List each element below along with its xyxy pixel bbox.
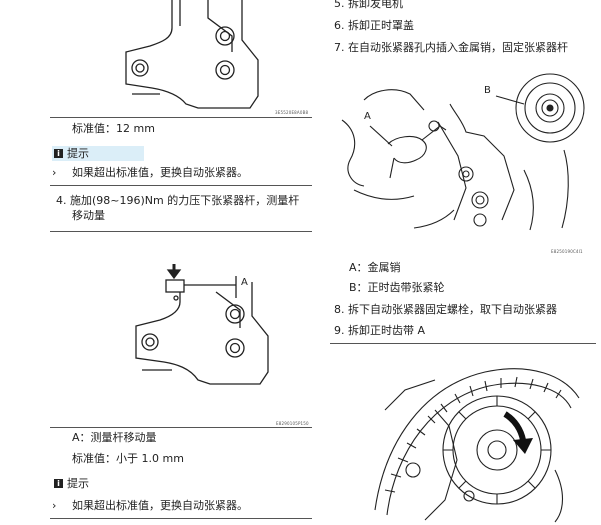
tip-bullet: › <box>52 499 57 512</box>
figure-code: E8290105P150 <box>276 421 309 426</box>
divider <box>50 117 312 118</box>
pin-insert-figure <box>341 73 585 231</box>
divider <box>50 518 312 519</box>
figure-label-a: A <box>364 111 371 122</box>
divider <box>50 185 312 186</box>
step-6: 6. 拆卸正时罩盖 <box>334 19 414 32</box>
step-7: 7. 在自动张紧器孔内插入金属销，固定张紧器杆 <box>334 41 568 54</box>
tip-text: 如果超出标准值，更换自动张紧器。 <box>72 499 248 512</box>
info-icon: i <box>54 479 63 488</box>
lever-measure-figure <box>135 264 269 385</box>
divider <box>330 343 596 344</box>
tip-highlight <box>52 146 144 161</box>
divider <box>50 231 312 232</box>
step-8: 8. 拆下自动张紧器固定螺栓，取下自动张紧器 <box>334 303 557 316</box>
step-4-line-2: 移动量 <box>72 209 105 222</box>
caption-a: A：金属销 <box>349 261 401 274</box>
step-5: 5. 拆卸发电机 <box>334 0 403 10</box>
timing-belt-figure <box>374 368 580 523</box>
caption-b: B：正时齿带张紧轮 <box>349 281 445 294</box>
tip-text: 如果超出标准值，更换自动张紧器。 <box>72 166 248 179</box>
figure-label-a: A <box>241 277 248 288</box>
figure-label-b: B <box>484 85 491 96</box>
step-9: 9. 拆卸正时齿带 A <box>334 324 426 337</box>
figure-code: E8250190C4I1 <box>551 249 583 254</box>
step-4-line-1: 4. 施加(98~196)Nm 的力压下张紧器杆，测量杆 <box>56 194 300 207</box>
figure-code: 3E5520E8A0B8 <box>275 110 309 115</box>
standard-value: 标准值：12 mm <box>72 122 155 135</box>
tip-label: 提示 <box>67 147 89 160</box>
divider <box>50 427 312 428</box>
info-icon: i <box>54 149 63 158</box>
caption-a: A：测量杆移动量 <box>72 431 157 444</box>
tip-bullet: › <box>52 166 57 179</box>
tip-label: 提示 <box>67 477 89 490</box>
standard-value: 标准值：小于 1.0 mm <box>72 452 184 465</box>
tensioner-figure-top <box>125 0 259 109</box>
